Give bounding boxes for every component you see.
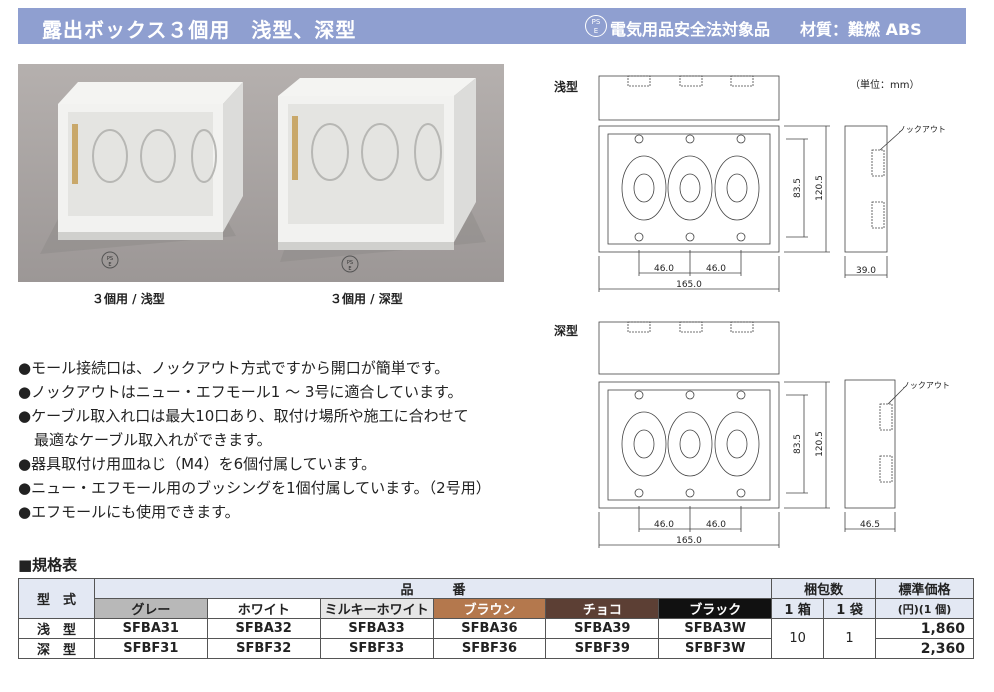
deep-box-illustration: PS E <box>278 78 486 273</box>
svg-text:PS: PS <box>107 256 113 262</box>
drawing-label-deep: 深型 <box>554 324 579 338</box>
pack-bag-header: 1 袋 <box>823 598 876 619</box>
product-code: SFBF36 <box>432 638 547 659</box>
knockout-label-shallow: ノックアウト <box>898 125 946 134</box>
feature-item: ●ノックアウトはニュー・エフモール1 ～ 3号に適合しています。 <box>18 383 463 401</box>
dim-120: 120.5 <box>815 175 825 201</box>
col-hinban: 品 番 <box>93 578 773 599</box>
color-black: ブラック <box>658 598 773 619</box>
caption-shallow: ３個用 / 浅型 <box>92 292 165 306</box>
color-choco: チョコ <box>545 598 660 619</box>
product-code: SFBA33 <box>319 618 434 639</box>
table-row: 浅 型 SFBA31 SFBA32 SFBA33 SFBA36 SFBA39 S… <box>18 618 974 659</box>
feature-item: 最適なケーブル取入れができます。 <box>34 431 272 449</box>
feature-item: ●モール接続口は、ノックアウト方式ですから開口が簡単です。 <box>18 359 450 377</box>
svg-text:E: E <box>108 262 111 268</box>
svg-text:E: E <box>348 266 351 272</box>
feature-item: ●エフモールにも使用できます。 <box>18 503 240 521</box>
col-price: 標準価格 <box>875 578 974 599</box>
header-info: 電気用品安全法対象品 材質：難燃 ABS <box>610 16 922 40</box>
pack-box-header: 1 箱 <box>771 598 825 619</box>
product-code: SFBF39 <box>545 638 660 659</box>
product-code: SFBF32 <box>206 638 321 659</box>
caption-deep: ３個用 / 深型 <box>330 292 403 306</box>
dim-depth-deep: 46.5 <box>860 520 880 530</box>
row-type: 深 型 <box>18 638 95 659</box>
drawing-label-shallow: 浅型 <box>554 80 579 94</box>
price: 2,360 <box>875 638 974 659</box>
dim-46-d: 46.0 <box>706 520 726 530</box>
features-list: ●モール接続口は、ノックアウト方式ですから開口が簡単です。 ●ノックアウトはニュ… <box>18 356 578 524</box>
product-code: SFBA36 <box>432 618 547 639</box>
dim-120-deep: 120.5 <box>815 431 825 457</box>
pack-box-qty: 10 <box>771 618 825 659</box>
color-white: ホワイト <box>206 598 321 619</box>
product-code: SFBA32 <box>206 618 321 639</box>
product-code: SFBF33 <box>319 638 434 659</box>
price-unit-header: (円)(1 個) <box>875 598 974 619</box>
color-gray: グレー <box>93 598 208 619</box>
dim-46-a: 46.0 <box>654 264 674 274</box>
dim-depth-shallow: 39.0 <box>856 266 876 276</box>
dim-165-deep: 165.0 <box>676 536 702 546</box>
svg-text:PS: PS <box>347 260 353 266</box>
price: 1,860 <box>875 618 974 639</box>
product-code: SFBA31 <box>93 618 208 639</box>
product-photo: PS E PS E <box>18 64 504 282</box>
spec-table: 型 式 品 番 梱包数 標準価格 グレー ホワイト ミルキーホワイト ブラウン … <box>18 578 974 659</box>
dim-46-c: 46.0 <box>654 520 674 530</box>
product-code: SFBA39 <box>545 618 660 639</box>
dim-46-b: 46.0 <box>706 264 726 274</box>
col-pack: 梱包数 <box>771 578 876 599</box>
table-row: 深 型 SFBF31 SFBF32 SFBF33 SFBF36 SFBF39 S… <box>18 638 974 659</box>
shallow-box-illustration: PS E <box>40 82 243 269</box>
color-brown: ブラウン <box>432 598 547 619</box>
pack-bag-qty: 1 <box>823 618 876 659</box>
feature-item: ●ケーブル取入れ口は最大10口あり、取付け場所や施工に合わせて <box>18 407 469 425</box>
color-milky-white: ミルキーホワイト <box>319 598 434 619</box>
material-label: 材質：難燃 ABS <box>800 20 922 39</box>
product-boxes-image: PS E PS E <box>18 64 504 282</box>
dim-83-deep: 83.5 <box>793 434 803 454</box>
product-code: SFBF31 <box>93 638 208 659</box>
product-code: SFBA3W <box>658 618 773 639</box>
dim-165: 165.0 <box>676 280 702 290</box>
spec-title: ■規格表 <box>18 556 78 574</box>
row-type: 浅 型 <box>18 618 95 639</box>
product-code: SFBF3W <box>658 638 773 659</box>
col-type: 型 式 <box>18 578 95 619</box>
safety-label: 電気用品安全法対象品 <box>610 20 771 39</box>
unit-label: （単位：mm） <box>850 80 920 91</box>
dim-83: 83.5 <box>793 178 803 198</box>
page-title: 露出ボックス３個用 浅型、深型 <box>42 18 357 42</box>
feature-item: ●ニュー・エフモール用のブッシングを1個付属しています。（2号用） <box>18 479 491 497</box>
knockout-label-deep: ノックアウト <box>902 381 950 390</box>
feature-item: ●器具取付け用皿ねじ（M4）を6個付属しています。 <box>18 455 377 473</box>
